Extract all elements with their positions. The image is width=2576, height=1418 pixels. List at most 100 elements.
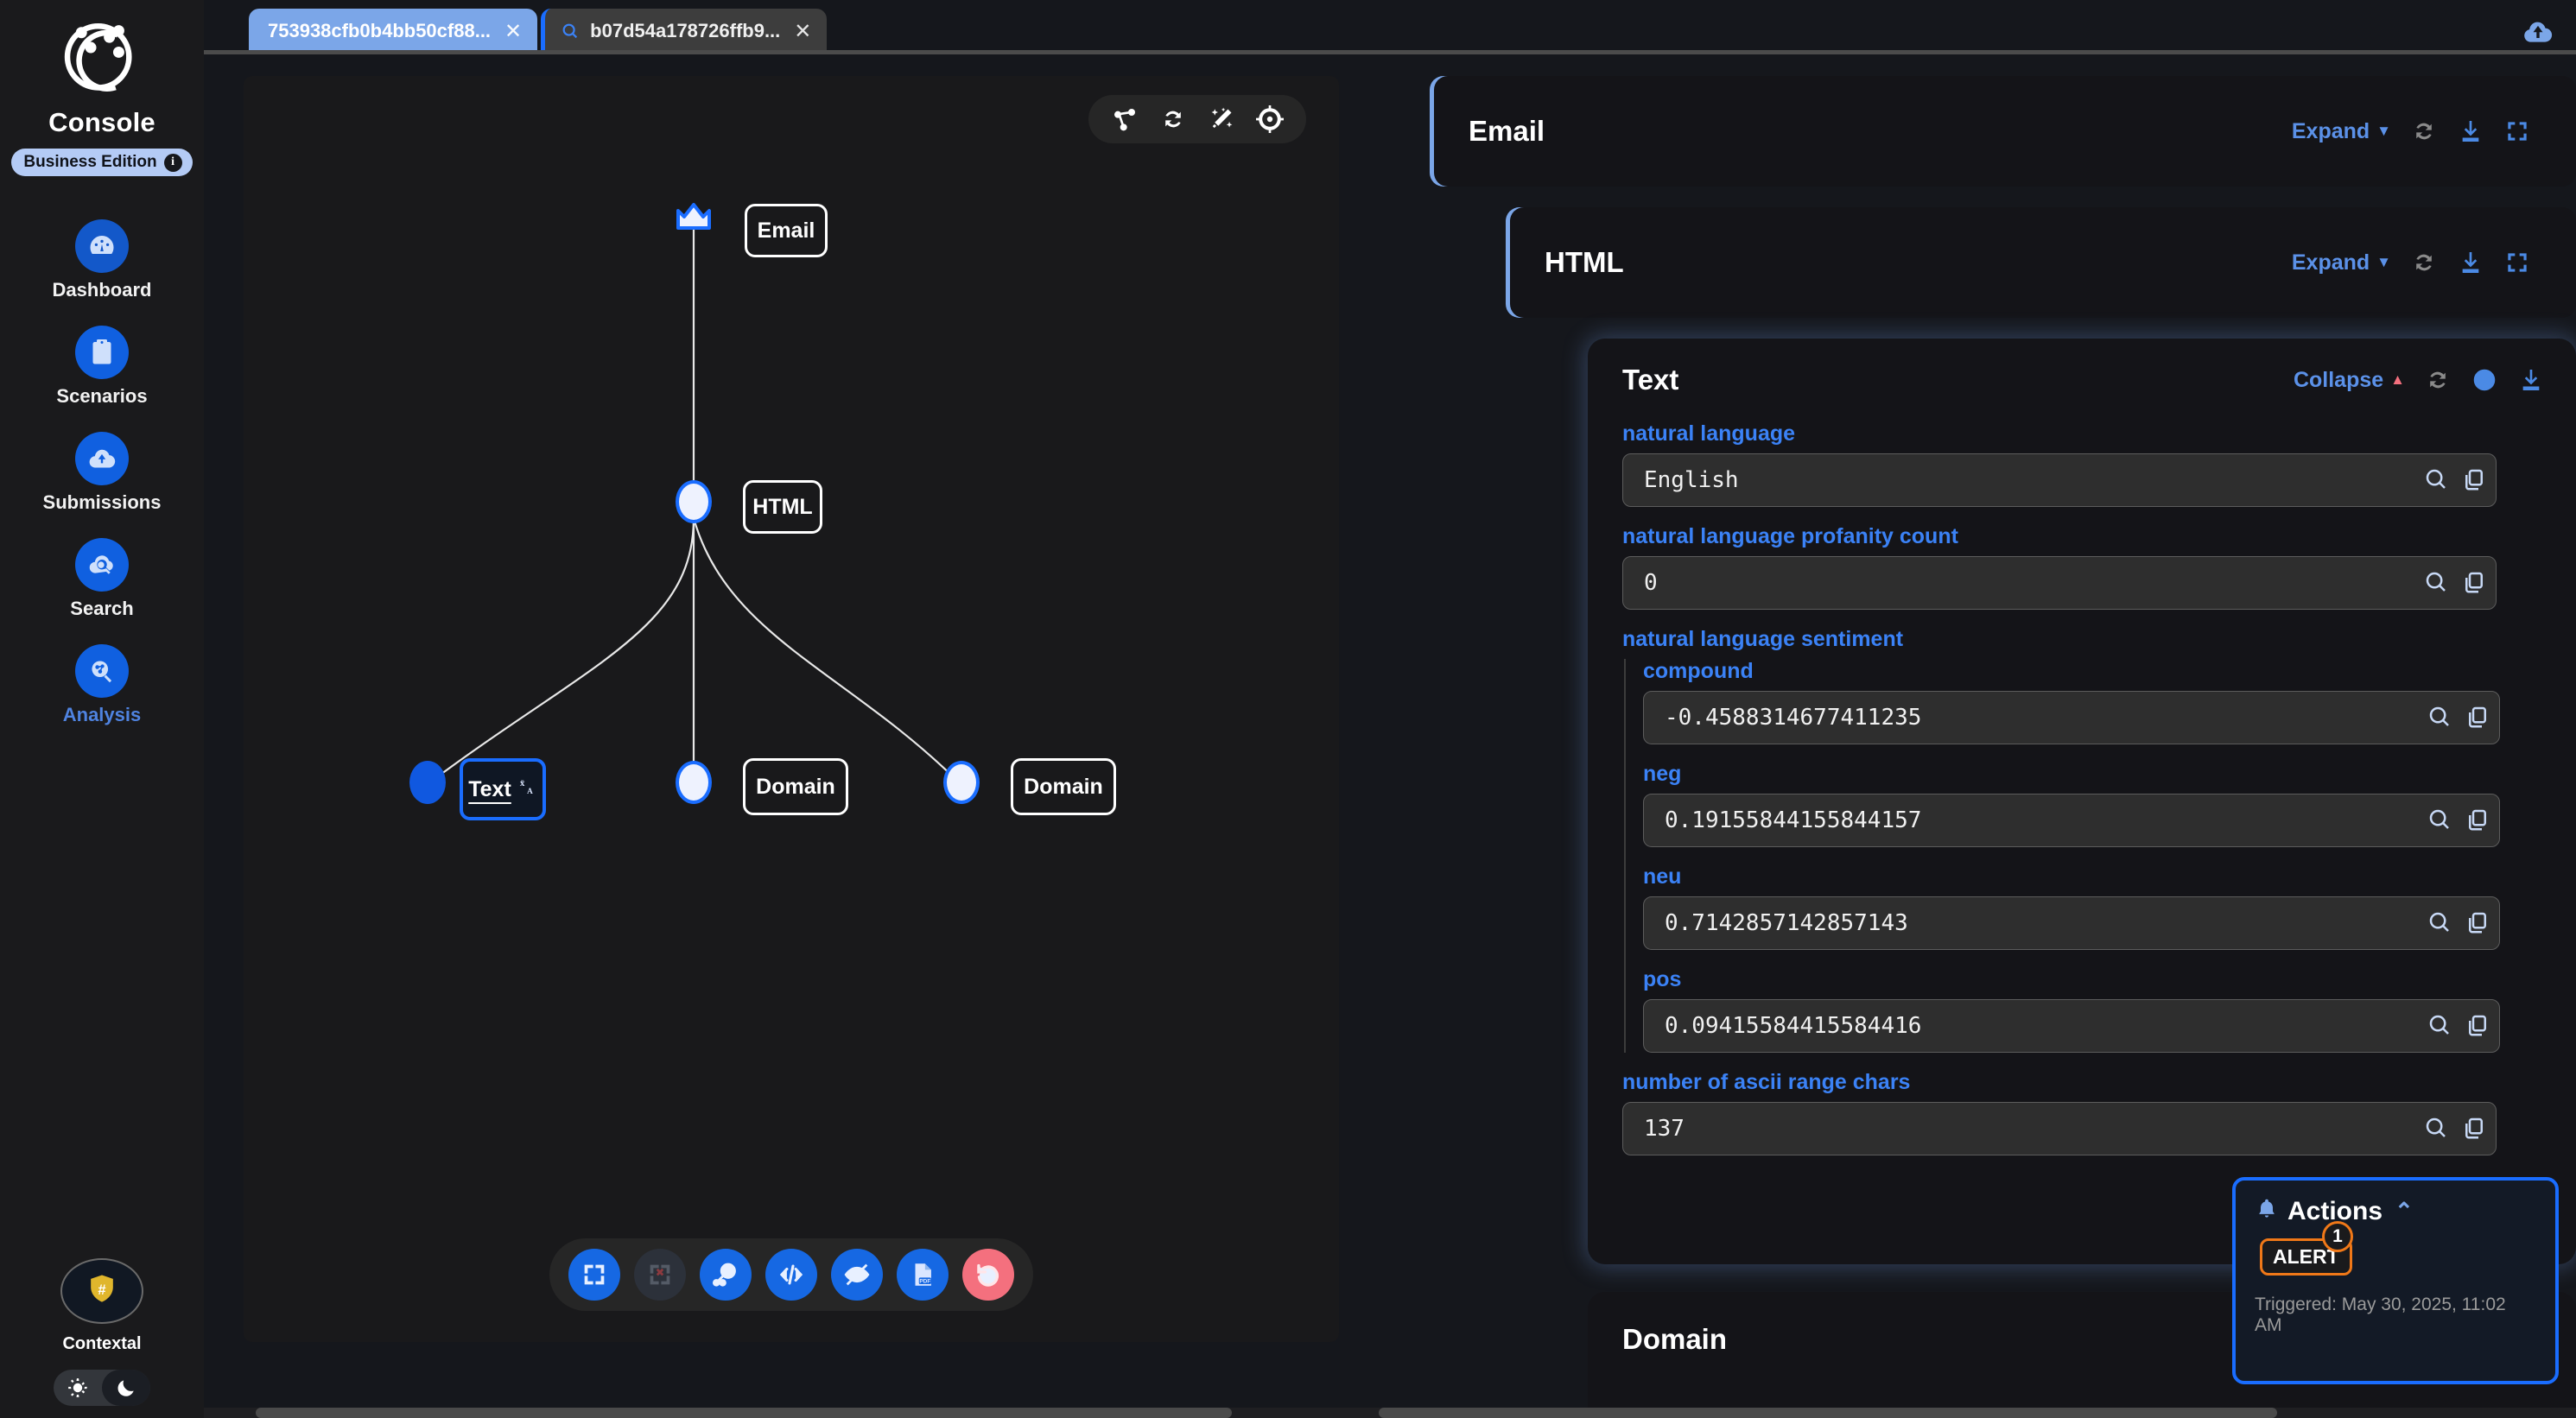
refresh-icon[interactable]: [1154, 100, 1192, 138]
copy-icon[interactable]: [2465, 1012, 2490, 1042]
expand-fullscreen-icon[interactable]: [568, 1249, 620, 1301]
graph-node-text[interactable]: Text x̄ A: [460, 758, 546, 820]
panel-text-header: Text Collapse ▲: [1588, 339, 2576, 421]
details-horizontal-scrollbar[interactable]: [1379, 1408, 2576, 1418]
chevron-up-icon[interactable]: ⌃: [2395, 1198, 2414, 1224]
refresh-icon[interactable]: [2410, 117, 2438, 145]
field-value: -0.4588314677411235: [1665, 705, 1922, 731]
fullscreen-icon[interactable]: [2503, 117, 2531, 145]
search-icon[interactable]: [2427, 909, 2452, 940]
refresh-icon[interactable]: [2410, 249, 2438, 276]
pdf-file-icon[interactable]: PDF: [897, 1249, 949, 1301]
alert-triggered-text: Triggered: May 30, 2025, 11:02 AM: [2255, 1295, 2506, 1335]
expand-toggle[interactable]: Expand ▼: [2292, 119, 2391, 144]
eye-off-icon[interactable]: [831, 1249, 883, 1301]
cloud-upload-icon[interactable]: [2519, 16, 2557, 45]
search-icon[interactable]: [2427, 1012, 2452, 1042]
field-value: 0: [1644, 570, 1658, 596]
actions-popup[interactable]: Actions ⌃ ALERT 1 Triggered: May 30, 202…: [2232, 1177, 2559, 1384]
group-label: natural language sentiment: [1622, 627, 1904, 651]
bell-icon: [2255, 1196, 2279, 1226]
code-icon[interactable]: [765, 1249, 817, 1301]
actions-popup-header[interactable]: Actions ⌃: [2255, 1196, 2536, 1226]
graph-dot-domain-2[interactable]: [943, 761, 980, 804]
value-input[interactable]: 0.09415584415584416: [1643, 999, 2500, 1053]
copy-icon[interactable]: [2465, 909, 2490, 940]
sidebar-item-search[interactable]: Search: [0, 526, 204, 632]
field-value: 0.09415584415584416: [1665, 1013, 1922, 1039]
share-nodes-icon[interactable]: [1106, 100, 1144, 138]
panel-html-actions: Expand ▼: [2292, 249, 2531, 276]
fullscreen-icon[interactable]: [2503, 249, 2531, 276]
sidebar-nav: Dashboard Scenarios Submissions Search A…: [0, 207, 204, 738]
graph-search-icon: [75, 644, 129, 698]
search-icon[interactable]: [2427, 704, 2452, 734]
node-label: HTML: [752, 494, 813, 519]
sidebar-item-submissions[interactable]: Submissions: [0, 420, 204, 526]
graph-dot-html[interactable]: [676, 480, 712, 523]
theme-toggle[interactable]: [54, 1370, 150, 1406]
search-icon[interactable]: [2427, 807, 2452, 837]
svg-text:PDF: PDF: [919, 1278, 930, 1284]
tab-0[interactable]: 753938cfb0b4bb50cf88... ✕: [249, 9, 538, 54]
value-input[interactable]: English: [1622, 453, 2497, 507]
graph-node-domain-2[interactable]: Domain: [1011, 758, 1116, 815]
value-input[interactable]: 0.7142857142857143: [1643, 896, 2500, 950]
contextual-button[interactable]: #: [60, 1258, 143, 1324]
collapse-toggle[interactable]: Collapse ▲: [2294, 368, 2405, 393]
moon-icon[interactable]: [102, 1370, 150, 1406]
search-icon[interactable]: [2423, 1115, 2449, 1145]
sentiment-subfields: compound -0.4588314677411235 neg 0: [1624, 659, 2576, 1053]
edition-badge[interactable]: Business Edition i: [11, 149, 193, 176]
search-icon[interactable]: [2423, 569, 2449, 599]
search-icon[interactable]: [2423, 466, 2449, 497]
graph-node-html[interactable]: HTML: [743, 480, 822, 534]
expand-toggle-label: Expand: [2291, 118, 2370, 143]
node-label: Domain: [1024, 774, 1103, 799]
speedometer-icon: [75, 219, 129, 273]
value-input[interactable]: 0.19155844155844157: [1643, 794, 2500, 847]
sun-icon[interactable]: [54, 1370, 102, 1406]
graph-dot-text[interactable]: [409, 761, 446, 804]
exit-fullscreen-icon[interactable]: [634, 1249, 686, 1301]
eye-icon[interactable]: [2471, 366, 2498, 394]
copy-icon[interactable]: [2461, 569, 2487, 599]
graph-dot-domain-1[interactable]: [676, 761, 712, 804]
refresh-icon[interactable]: [2424, 366, 2452, 394]
reset-icon[interactable]: [962, 1249, 1014, 1301]
graph-horizontal-scrollbar[interactable]: [204, 1408, 1379, 1418]
sidebar-item-analysis[interactable]: Analysis: [0, 632, 204, 738]
info-icon[interactable]: i: [163, 153, 182, 172]
alert-badge[interactable]: ALERT 1: [2260, 1221, 2353, 1276]
copy-icon[interactable]: [2461, 466, 2487, 497]
field-row-icons: [2423, 454, 2496, 508]
crosshair-icon[interactable]: [1251, 100, 1289, 138]
download-icon[interactable]: [2517, 366, 2545, 394]
close-icon[interactable]: ✕: [504, 19, 523, 43]
expand-toggle[interactable]: Expand ▼: [2292, 250, 2391, 275]
scrollbar-thumb[interactable]: [256, 1408, 1232, 1418]
magic-wand-icon[interactable]: [1202, 100, 1240, 138]
close-icon[interactable]: ✕: [794, 19, 812, 43]
graph-node-domain-1[interactable]: Domain: [743, 758, 848, 815]
copy-icon[interactable]: [2465, 704, 2490, 734]
sidebar-footer: # Contextal: [0, 1258, 204, 1406]
copy-icon[interactable]: [2461, 1115, 2487, 1145]
download-icon[interactable]: [2457, 249, 2484, 276]
scrollbar-thumb[interactable]: [1379, 1408, 2277, 1418]
node-label: Domain: [756, 774, 835, 799]
clipboard-list-icon: [75, 326, 129, 379]
copy-icon[interactable]: [2465, 807, 2490, 837]
sidebar-item-dashboard[interactable]: Dashboard: [0, 207, 204, 313]
node-search-icon[interactable]: [700, 1249, 752, 1301]
graph-node-email[interactable]: Email: [745, 204, 828, 257]
graph-canvas[interactable]: Email HTML Text x̄ A Domain Domain: [244, 76, 1339, 1342]
value-input[interactable]: 0: [1622, 556, 2497, 610]
field-label: neg: [1643, 762, 1682, 786]
download-icon[interactable]: [2457, 117, 2484, 145]
brand-name: Console: [48, 107, 155, 137]
value-input[interactable]: -0.4588314677411235: [1643, 691, 2500, 744]
sidebar-item-scenarios[interactable]: Scenarios: [0, 313, 204, 420]
value-input[interactable]: 137: [1622, 1102, 2497, 1155]
tab-1[interactable]: b07d54a178726ffb9... ✕: [541, 9, 828, 54]
